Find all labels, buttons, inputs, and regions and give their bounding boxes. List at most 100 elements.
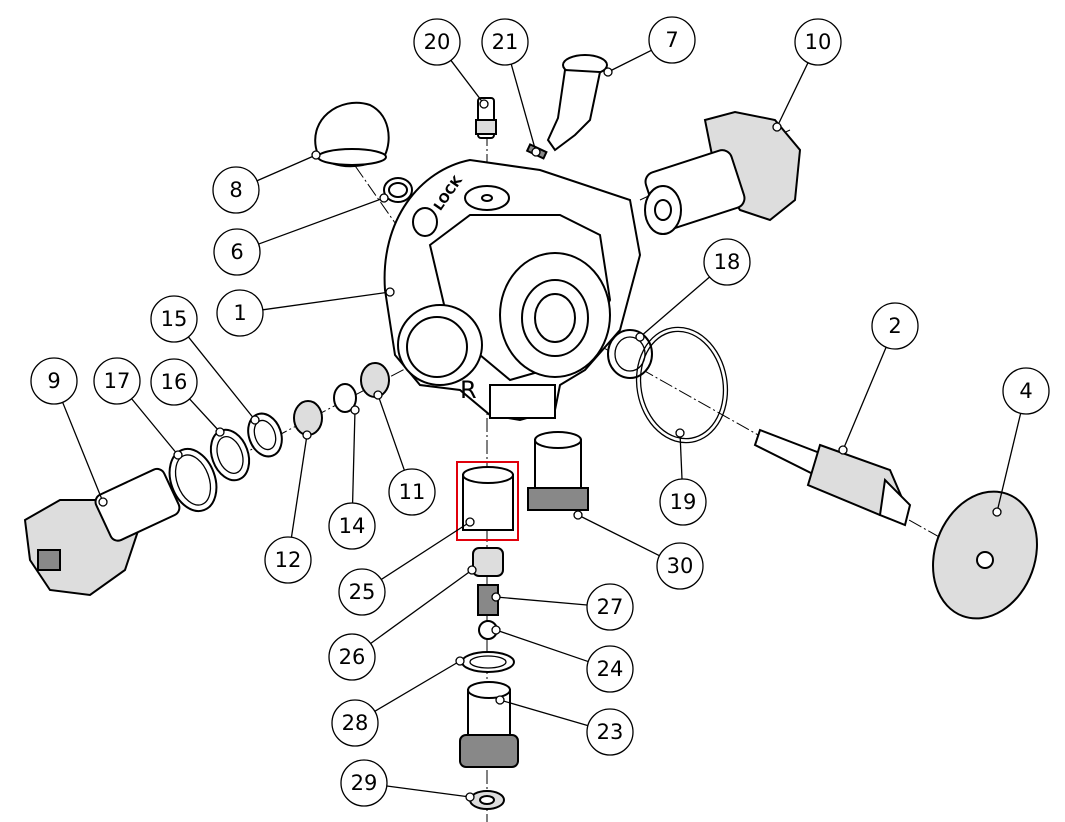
leader-line	[499, 699, 589, 727]
callout-number: 7	[665, 28, 678, 52]
leader-dot	[302, 430, 312, 440]
part-15-ring-inner	[253, 419, 277, 451]
callout-24: 24	[491, 625, 634, 693]
callout-circle	[388, 468, 436, 516]
callout-circle	[150, 295, 198, 343]
callout-number: 25	[349, 580, 376, 604]
leader-dot	[838, 445, 848, 455]
callout-circle	[340, 759, 388, 807]
callout-number: 27	[597, 595, 624, 619]
leader-line	[386, 785, 471, 798]
callout-number: 19	[670, 490, 697, 514]
leader-dot	[173, 450, 183, 460]
callout-11: 11	[373, 390, 436, 516]
callout-4: 4	[992, 367, 1050, 517]
callout-30: 30	[573, 510, 704, 590]
part-28-oring-inner	[469, 655, 507, 669]
part-9-knob-assembly	[23, 467, 181, 597]
part-12-spring	[293, 400, 323, 436]
leader-line	[510, 63, 537, 153]
leader-line	[290, 434, 308, 538]
part-19-oring-inner	[639, 330, 725, 440]
callout-number: 6	[230, 240, 243, 264]
callout-8: 8	[212, 150, 321, 214]
callout-number: 20	[424, 30, 451, 54]
part-17-oring-inner	[174, 454, 212, 506]
part-14-oring	[333, 383, 357, 413]
leader-dot	[573, 510, 583, 520]
leader-dot	[465, 792, 475, 802]
leader-line	[189, 398, 221, 433]
callout-16: 16	[150, 358, 225, 437]
callout-number: 9	[47, 369, 60, 393]
callout-number: 4	[1019, 379, 1032, 403]
leader-line	[495, 629, 589, 663]
part-29-washer-hole	[479, 795, 495, 805]
part-7-needle-valve	[546, 54, 608, 152]
part-17-oring	[168, 448, 218, 512]
leader-dot	[311, 150, 321, 160]
callout-number: 26	[339, 645, 366, 669]
leader-line	[262, 291, 391, 311]
callout-6: 6	[213, 193, 389, 276]
part-26-screw	[472, 547, 504, 577]
callout-number: 2	[888, 314, 901, 338]
callout-circle	[30, 357, 78, 405]
callout-circle	[328, 502, 376, 550]
callout-18: 18	[635, 238, 751, 342]
callout-number: 30	[667, 554, 694, 578]
leader-line	[131, 398, 179, 456]
callout-circle	[328, 633, 376, 681]
leader-line	[577, 514, 660, 557]
callout-number: 15	[161, 307, 188, 331]
part-1-valve-body: LOCK R	[383, 158, 642, 422]
callout-1: 1	[216, 287, 395, 337]
part-19-oring	[635, 326, 729, 444]
leader-line	[377, 394, 406, 471]
callout-circle	[413, 18, 461, 66]
callout-circle	[213, 228, 261, 276]
leader-dot	[992, 507, 1002, 517]
leader-dot	[772, 122, 782, 132]
callout-26: 26	[328, 565, 477, 681]
callout-circle	[648, 16, 696, 64]
leader-line	[495, 596, 588, 606]
callout-21: 21	[481, 18, 541, 157]
callout-2: 2	[838, 302, 919, 455]
part-6-oring-inner	[388, 182, 408, 198]
callout-circle	[703, 238, 751, 286]
leader-dot	[531, 147, 541, 157]
callout-circle	[216, 289, 264, 337]
callout-circle	[656, 542, 704, 590]
leader-dot	[495, 695, 505, 705]
highlight-box-part-25	[456, 461, 519, 541]
callout-10: 10	[772, 18, 842, 132]
callout-number: 24	[597, 657, 624, 681]
callout-number: 17	[104, 369, 131, 393]
callout-circle	[586, 583, 634, 631]
callout-circle	[212, 166, 260, 214]
callout-27: 27	[491, 583, 634, 631]
callout-circle	[338, 568, 386, 616]
leader-line	[187, 336, 256, 421]
callout-19: 19	[659, 428, 707, 526]
leader-dot	[98, 497, 108, 507]
leader-dot	[455, 656, 465, 666]
callout-20: 20	[413, 18, 489, 109]
callout-circle	[150, 358, 198, 406]
leader-dot	[385, 287, 395, 297]
callout-number: 14	[339, 514, 366, 538]
callout-number: 12	[275, 548, 302, 572]
callout-circle	[481, 18, 529, 66]
callout-15: 15	[150, 295, 260, 425]
part-2-shaft	[753, 428, 912, 527]
leader-dot	[350, 405, 360, 415]
leader-dot	[635, 332, 645, 342]
leader-dot	[465, 517, 475, 527]
leader-line	[450, 59, 485, 105]
part-8-cap	[314, 101, 390, 168]
part-16-ring-inner	[216, 436, 244, 474]
leader-line	[62, 402, 104, 503]
callout-23: 23	[495, 695, 634, 756]
